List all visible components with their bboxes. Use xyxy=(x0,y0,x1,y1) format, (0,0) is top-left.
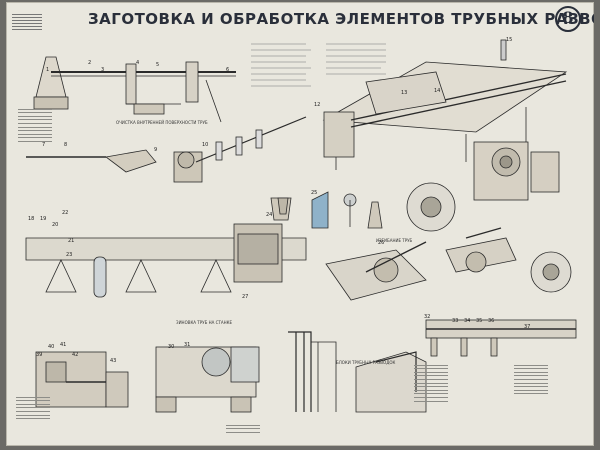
callout-26: 26 xyxy=(378,240,385,246)
callout-19: 19 xyxy=(40,216,47,222)
legend-lines-top xyxy=(251,43,386,87)
callout-13: 13 xyxy=(401,90,408,96)
callout-24: 24 xyxy=(266,212,273,218)
callout-9: 9 xyxy=(154,147,158,153)
callout-4: 4 xyxy=(136,60,140,66)
legend-block-bottom-left xyxy=(16,394,50,422)
callout-43: 43 xyxy=(110,358,117,364)
callout-5: 5 xyxy=(156,62,160,68)
callout-3: 3 xyxy=(101,67,105,73)
callout-22: 22 xyxy=(62,210,69,216)
drawing-cutting-tools xyxy=(270,191,383,229)
legend-block-left xyxy=(18,106,52,145)
callout-20: 20 xyxy=(52,222,59,228)
callout-32: 32 xyxy=(424,314,431,320)
callout-33: 33 xyxy=(452,318,459,324)
drawing-pipe-drying-frame xyxy=(322,39,568,170)
callout-14: 14 xyxy=(434,88,441,94)
drawing-pipe-cutting xyxy=(33,56,236,123)
callout-41: 41 xyxy=(60,342,67,348)
callout-35: 35 xyxy=(476,318,483,324)
corner-note xyxy=(12,12,42,32)
callout-1: 1 xyxy=(46,67,50,73)
legend-block-bottom-center xyxy=(226,422,260,435)
callout-2: 2 xyxy=(88,60,92,66)
caption-pipe-cleaning: ОЧИСТКА ВНУТРЕННЕЙ ПОВЕРХНОСТИ ТРУБ xyxy=(116,120,208,125)
callout-31: 31 xyxy=(184,342,191,348)
callout-25: 25 xyxy=(311,190,318,196)
callout-37: 37 xyxy=(524,324,531,330)
drawing-universal-machine xyxy=(35,351,129,408)
callout-8: 8 xyxy=(64,142,68,148)
callout-39: 39 xyxy=(36,352,43,358)
callout-21: 21 xyxy=(68,238,75,244)
drawing-bending-machine xyxy=(325,227,517,301)
callout-6: 6 xyxy=(226,67,230,73)
poster-title: ЗАГОТОВКА И ОБРАБОТКА ЭЛЕМЕНТОВ ТРУБНЫХ … xyxy=(88,10,594,28)
drawing-thread-machine xyxy=(406,141,572,293)
callout-15: 15 xyxy=(506,37,513,43)
callout-27: 27 xyxy=(242,294,249,300)
callout-36: 36 xyxy=(488,318,495,324)
caption-pipe-bending: ИЗГИБАНИЕ ТРУБ xyxy=(376,238,413,243)
drawing-pipe-cleaning xyxy=(26,116,307,183)
drawing-pipe-rack xyxy=(25,197,307,298)
callout-42: 42 xyxy=(72,352,79,358)
legend-block-bottom-right-2 xyxy=(514,362,548,397)
drawing-pipe-jig xyxy=(425,319,577,357)
drawing-lathe xyxy=(155,346,260,413)
technical-drawings xyxy=(25,39,577,413)
callout-10: 10 xyxy=(202,142,209,148)
callout-23: 23 xyxy=(66,252,73,258)
callout-30: 30 xyxy=(168,344,175,350)
callout-7: 7 xyxy=(42,142,46,148)
sheet-number: 8 xyxy=(555,6,581,32)
callout-34: 34 xyxy=(464,318,471,324)
caption-pipe-blocks: БЛОКИ ТРУБНЫХ РАЗВОДОК xyxy=(336,360,396,365)
callout-12: 12 xyxy=(314,102,321,108)
caption-bending-machine: ЗИНОВКА ТРУБ НА СТАНКЕ xyxy=(176,320,232,325)
legend-block-bottom-right xyxy=(414,362,448,404)
poster-sheet: ЗАГОТОВКА И ОБРАБОТКА ЭЛЕМЕНТОВ ТРУБНЫХ … xyxy=(6,2,594,446)
callout-40: 40 xyxy=(48,344,55,350)
callout-18: 18 xyxy=(28,216,35,222)
drawing-pipe-blocks xyxy=(288,331,427,413)
